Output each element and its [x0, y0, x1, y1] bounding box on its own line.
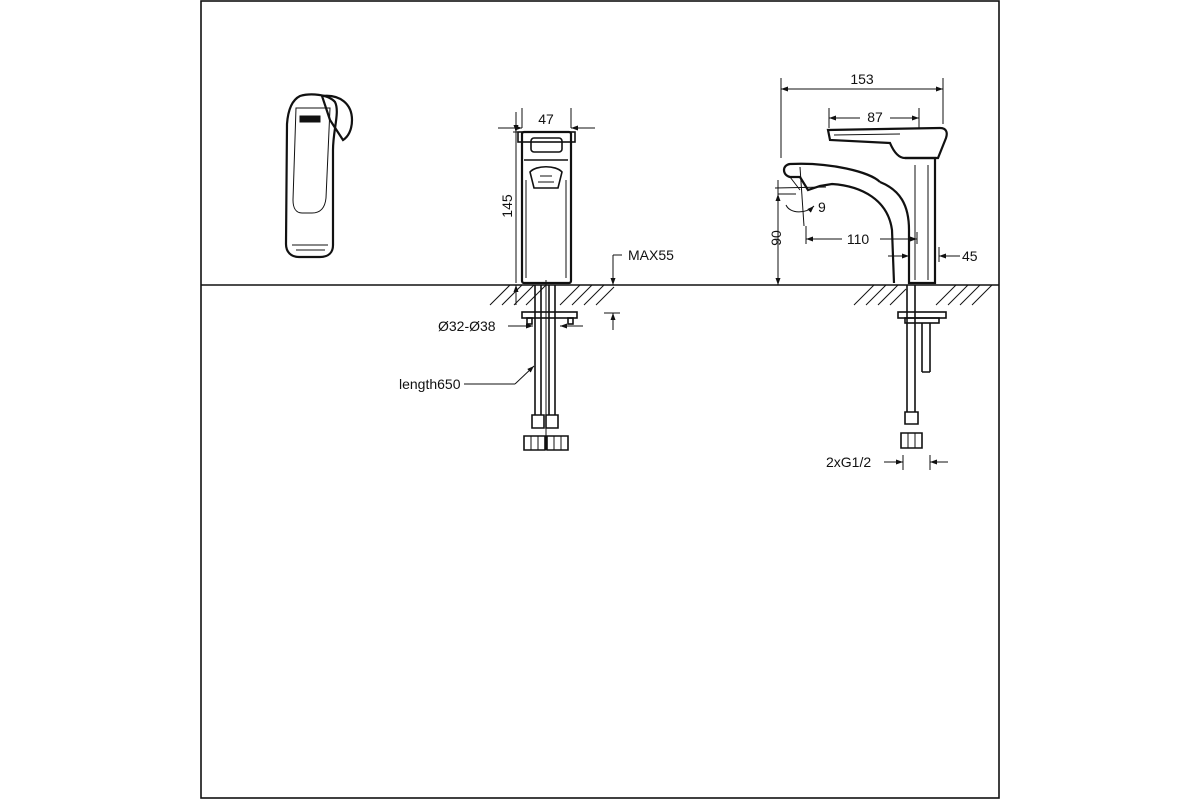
dim-height-90: 90 [768, 230, 784, 246]
dim-base-45: 45 [962, 248, 978, 264]
dim-angle-9: 9 [818, 199, 826, 215]
dim-width-47: 47 [538, 111, 554, 127]
side-view [782, 126, 993, 449]
dim-connection: 2xG1/2 [826, 454, 871, 470]
front-view [489, 130, 615, 451]
dim-max-55: MAX55 [628, 247, 674, 263]
side-view-dimensions: 153 87 9 90 110 45 2 [768, 71, 978, 470]
dim-overall-153: 153 [850, 71, 874, 87]
handle-detail-view [284, 93, 354, 259]
dim-hose-length: length650 [399, 376, 461, 392]
dim-reach-110: 110 [847, 231, 870, 247]
dim-lever-87: 87 [867, 109, 883, 125]
dim-height-145: 145 [499, 194, 515, 218]
drawing-frame [200, 0, 1000, 799]
front-view-dimensions: 47 145 MAX55 Ø32-Ø38 length650 [399, 108, 674, 392]
dim-hole-diameter: Ø32-Ø38 [438, 318, 496, 334]
